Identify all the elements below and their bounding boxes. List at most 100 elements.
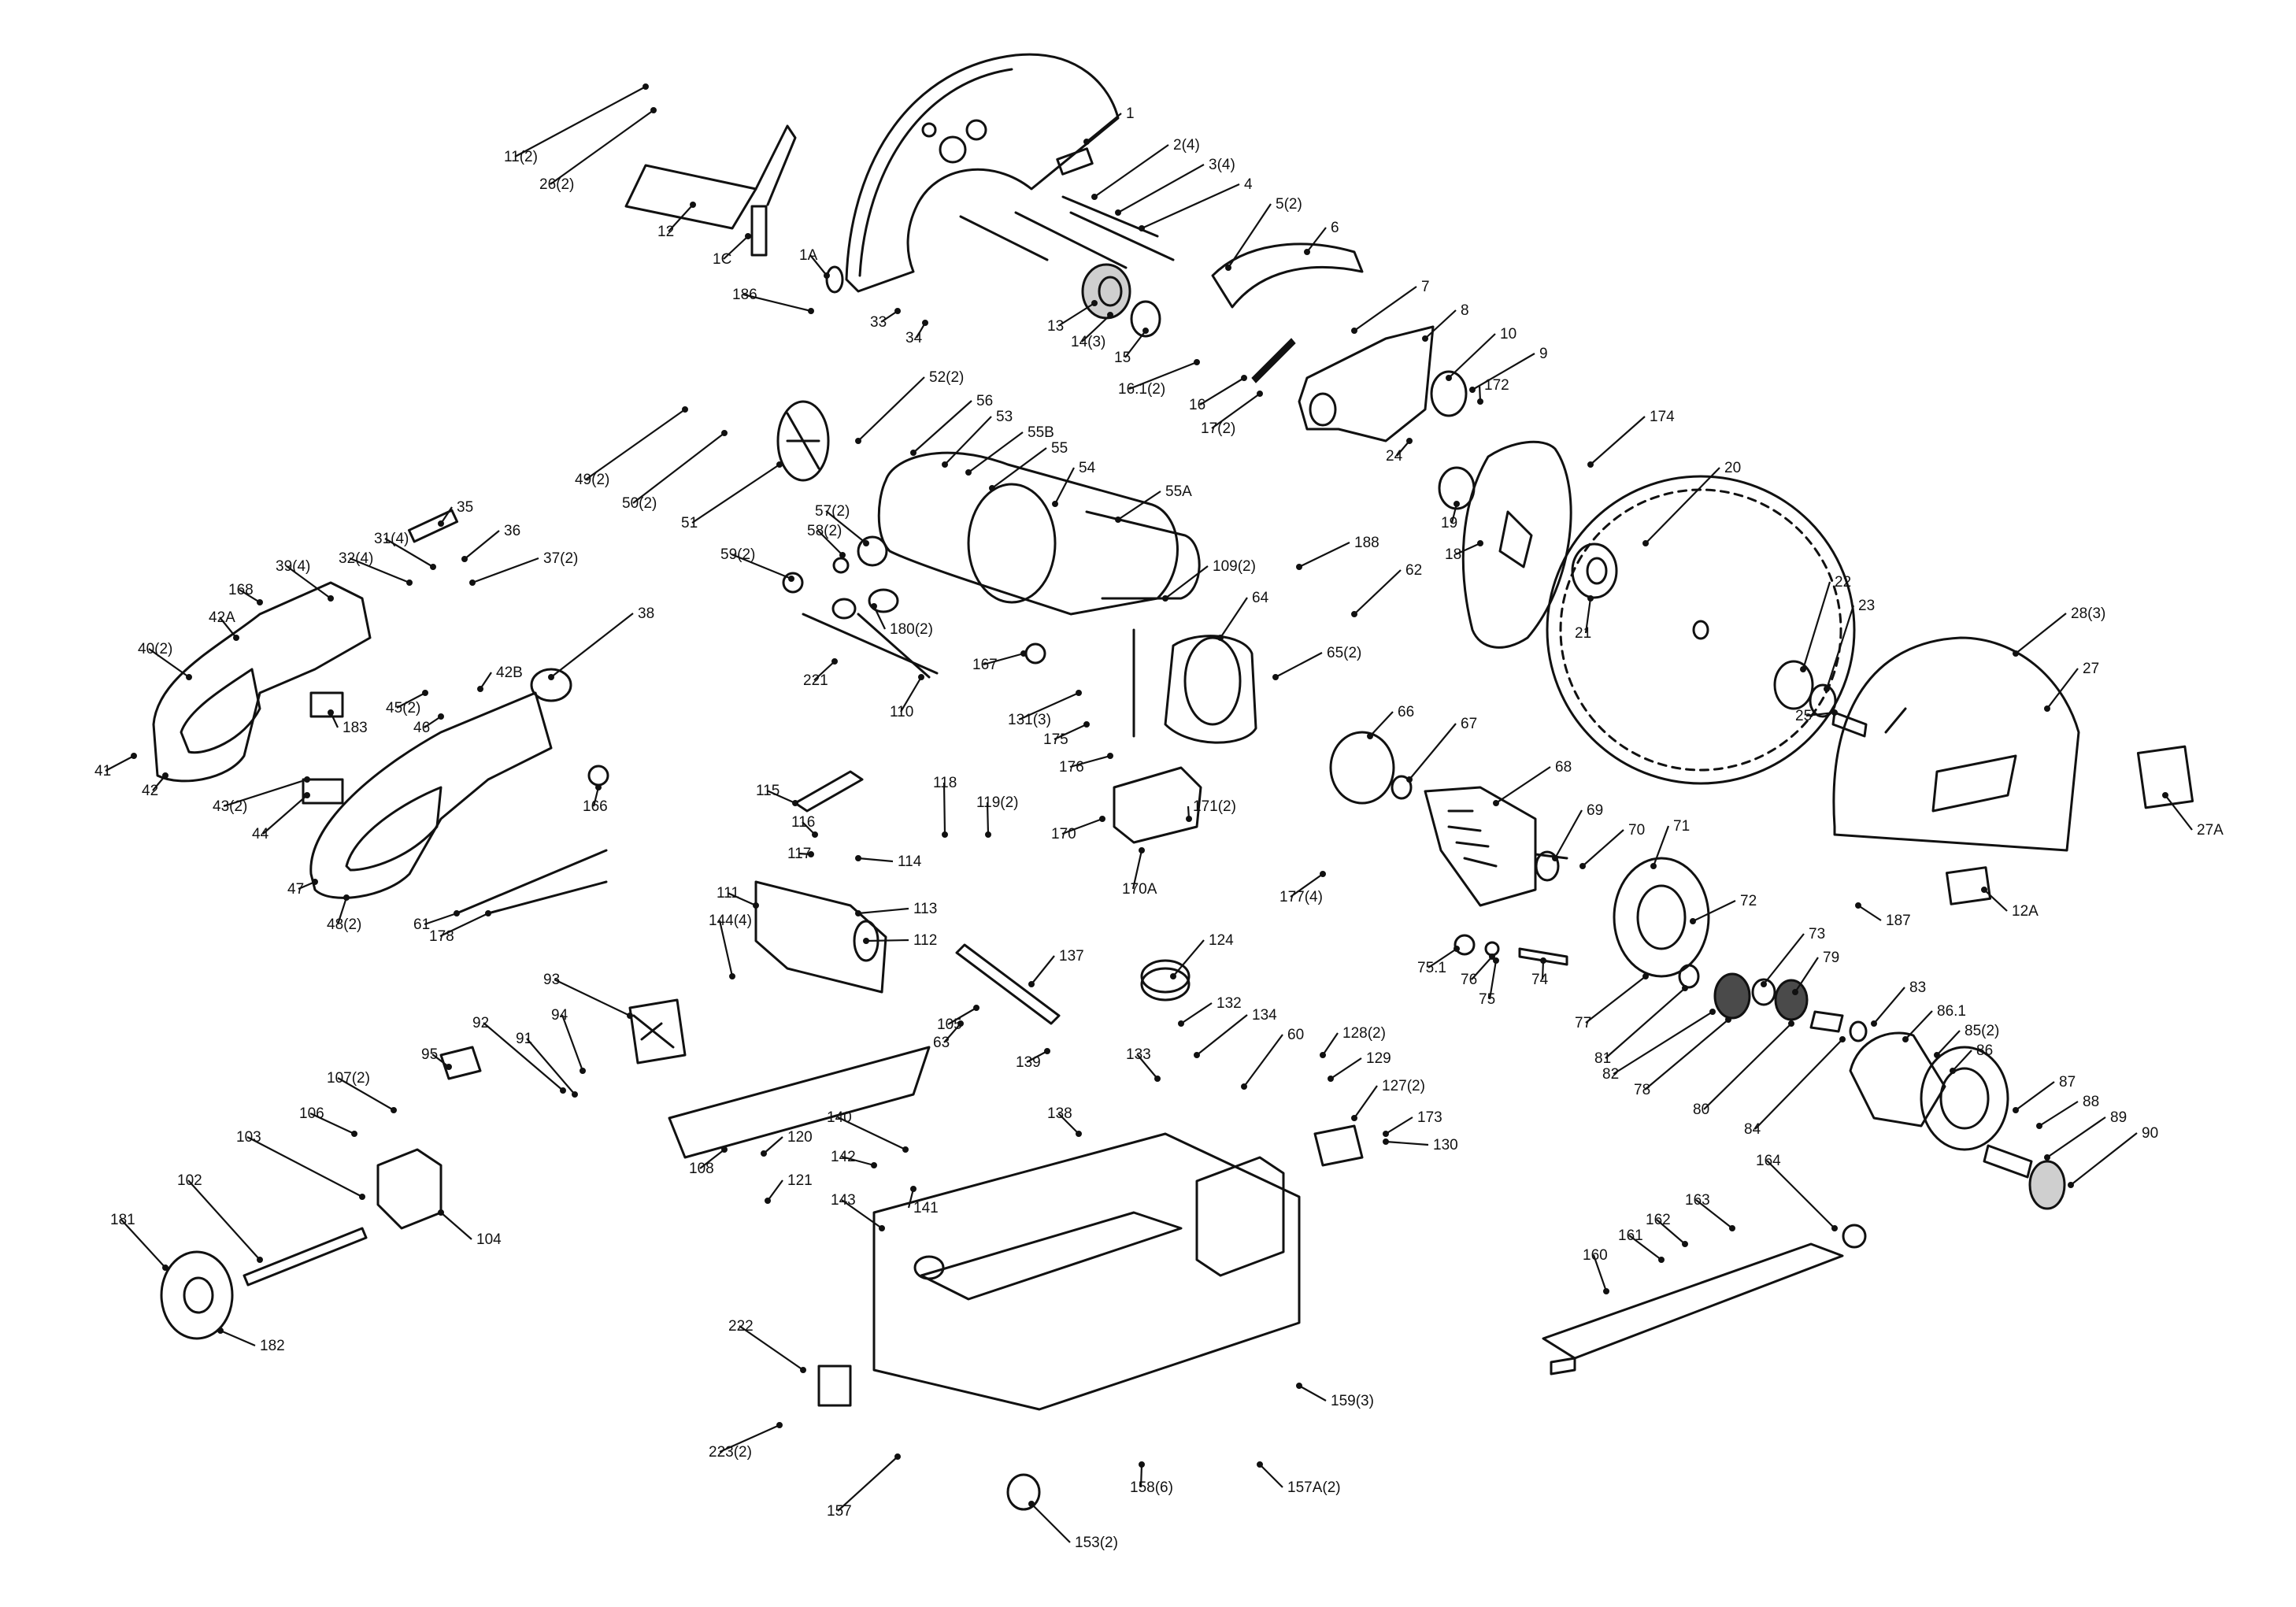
leader-c132 <box>1180 1002 1213 1024</box>
leader-c33 <box>880 310 898 323</box>
callout-c76: 76 <box>1461 972 1477 988</box>
leader-dot-c56 <box>910 450 917 456</box>
leader-dot-c68 <box>1493 800 1499 806</box>
leader-c59 <box>731 553 792 580</box>
leader-dot-c55B <box>965 469 972 476</box>
leader-c55A <box>1117 491 1161 520</box>
leader-dot-c51 <box>776 461 783 468</box>
leader-dot-c25 <box>1831 709 1838 716</box>
switch-box-170 <box>1113 766 1202 844</box>
leader-dot-c48 <box>343 894 350 901</box>
leader-c131 <box>1018 691 1079 721</box>
leader-c41 <box>105 755 135 772</box>
leader-dot-c20 <box>1642 540 1649 546</box>
leader-c180 <box>873 605 886 630</box>
leader-dot-c74 <box>1540 957 1546 964</box>
label-12a <box>1945 866 1992 905</box>
leader-dot-c182 <box>217 1327 224 1334</box>
callout-c15: 15 <box>1114 350 1131 366</box>
leader-dot-c168 <box>257 599 263 605</box>
leader-dot-c7 <box>1351 328 1357 334</box>
callout-c173: 173 <box>1417 1109 1442 1126</box>
leader-c23 <box>1825 605 1855 690</box>
callout-c17: 17(2) <box>1201 420 1235 437</box>
callout-c67: 67 <box>1461 716 1477 732</box>
leader-dot-c95 <box>446 1064 452 1070</box>
callout-c114: 114 <box>898 853 922 870</box>
leader-c166 <box>592 787 600 807</box>
base-plate <box>668 1046 1301 1411</box>
callout-c131: 131(3) <box>1008 712 1051 728</box>
leader-dot-c26 <box>650 107 657 113</box>
leader-c39 <box>286 565 331 599</box>
baffle-66 <box>1329 731 1395 805</box>
leader-c12 <box>668 204 694 232</box>
leader-dot-c103 <box>359 1194 365 1200</box>
callout-c82: 82 <box>1602 1066 1619 1083</box>
callout-c121: 121 <box>787 1172 813 1189</box>
leader-c1A <box>809 254 828 276</box>
leader-c170 <box>1061 817 1103 835</box>
callout-c66: 66 <box>1398 704 1414 720</box>
leader-dot-c49 <box>682 406 688 413</box>
callout-c21: 21 <box>1575 625 1591 642</box>
leader-c95 <box>431 1053 450 1068</box>
callout-c130: 130 <box>1433 1137 1458 1153</box>
callout-c86_1: 86.1 <box>1937 1003 1966 1020</box>
leader-c22 <box>1802 581 1831 670</box>
leader-c140 <box>837 1116 906 1150</box>
leader-dot-c77 <box>1642 973 1649 979</box>
leader-c78 <box>1644 1019 1729 1090</box>
leader-dot-c70 <box>1579 863 1586 869</box>
callout-c68: 68 <box>1555 759 1572 776</box>
callout-c63: 63 <box>933 1035 950 1051</box>
callout-c55B: 55B <box>1028 424 1054 441</box>
leader-dot-c36 <box>461 556 468 562</box>
callout-c55: 55 <box>1051 440 1068 457</box>
lower-blade-guard-27 <box>1832 636 2080 852</box>
leader-dot-c159 <box>1296 1383 1302 1389</box>
leader-dot-c131 <box>1076 690 1082 696</box>
callout-c16_1: 16.1(2) <box>1118 381 1165 398</box>
leader-c114 <box>857 857 894 863</box>
callout-c19: 19 <box>1441 515 1457 531</box>
callout-c87: 87 <box>2059 1074 2076 1090</box>
leader-c27A <box>2165 794 2193 831</box>
column-block <box>1195 1156 1285 1277</box>
cord-178 <box>487 880 608 915</box>
leader-dot-c52 <box>855 438 861 444</box>
leader-dot-c132 <box>1178 1020 1184 1027</box>
leader-dot-c5 <box>1225 265 1231 271</box>
leader-c48 <box>336 897 348 925</box>
callout-c113: 113 <box>913 901 937 917</box>
callout-c49: 49(2) <box>575 472 609 488</box>
callout-c170: 170 <box>1051 826 1076 842</box>
leader-dot-c35 <box>438 520 444 527</box>
leader-dot-c113 <box>855 910 861 916</box>
callout-c105: 105 <box>937 1016 962 1033</box>
leader-dot-c76 <box>1489 953 1495 960</box>
callout-c112: 112 <box>913 932 937 949</box>
callout-c36: 36 <box>504 523 520 539</box>
leader-dot-c111 <box>753 902 759 909</box>
leader-c21 <box>1584 598 1592 634</box>
washer-23 <box>1809 683 1837 718</box>
leader-c49 <box>585 409 686 480</box>
switch-44 <box>302 778 344 805</box>
leader-dot-c1C <box>745 233 751 239</box>
callout-c183: 183 <box>343 720 368 736</box>
leader-c20 <box>1645 467 1720 544</box>
leader-dot-c186 <box>808 308 814 314</box>
leader-dot-c133 <box>1154 1076 1161 1082</box>
leader-c56 <box>913 400 972 454</box>
leader-dot-c171 <box>1186 816 1192 822</box>
gear-case-86 <box>1849 1031 2009 1151</box>
leader-c186 <box>742 293 812 313</box>
leader-c37 <box>472 557 539 584</box>
callout-c23: 23 <box>1858 598 1875 614</box>
leader-dot-c11 <box>643 83 649 90</box>
leader-dot-c106 <box>351 1131 357 1137</box>
guard-pins <box>959 195 1175 269</box>
leader-dot-c142 <box>871 1162 877 1168</box>
leader-dot-c27 <box>2044 705 2050 712</box>
